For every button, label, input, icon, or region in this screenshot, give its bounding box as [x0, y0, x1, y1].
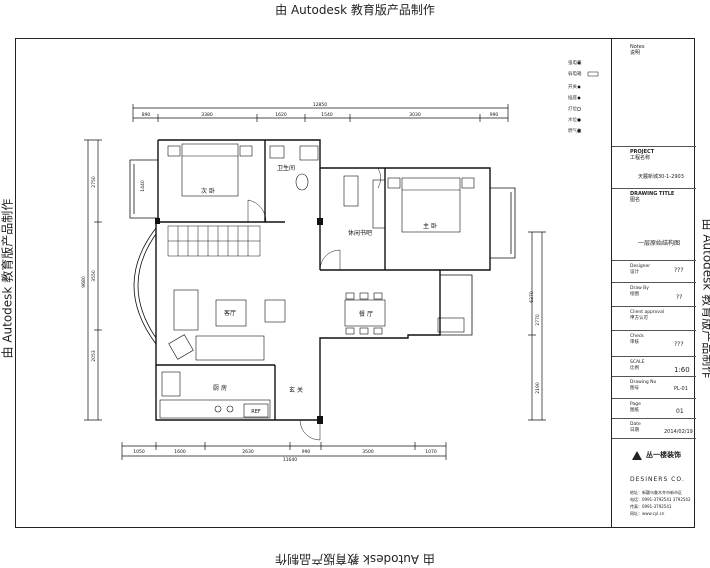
dim-top-seg-2: 3380 [201, 112, 213, 118]
draw-by-label: Draw By [630, 286, 649, 291]
dim-bottom-total: 11640 [283, 457, 297, 463]
columns [155, 218, 323, 424]
page-label: Page [630, 402, 641, 407]
room-label-entrance: 玄 关 [289, 386, 303, 394]
dim-bottom-seg-4: 990 [302, 449, 311, 455]
drawing-title: 一层原始结构图 [638, 240, 681, 247]
check-sub: 审核 [630, 340, 639, 345]
dim-top-seg-1: 890 [142, 112, 151, 118]
dim-left-seg-3: 2053 [91, 350, 97, 362]
legend-item-6: 水位 [568, 118, 577, 123]
legend-item-2: 弱电箱 [568, 72, 582, 77]
check-value: ??? [674, 341, 684, 348]
dim-left-seg-1: 2750 [91, 176, 97, 188]
doors [247, 167, 381, 441]
dim-top-seg-4: 1540 [321, 112, 333, 118]
project-name: 天麓新城30-1-2903 [638, 174, 684, 180]
company-info-2: 电话：0991-3792541 3792542 [630, 497, 691, 502]
dimension-labels: 12850 890 3380 1620 1540 3030 990 11640 … [81, 102, 541, 463]
draw-by-sub: 绘图 [630, 292, 639, 297]
notes-label: Notes [630, 44, 645, 50]
scale-sub: 比例 [630, 366, 639, 371]
legend-item-1: 强电箱 [568, 61, 582, 66]
room-label-kitchen: 厨 房 [213, 384, 227, 392]
room-label-dining-room: 餐 厅 [359, 310, 373, 318]
design-value: ??? [674, 267, 684, 274]
draw-by-value: ?? [676, 294, 683, 301]
date-value: 2014/02/19 [664, 429, 693, 435]
dim-bottom-seg-5: 3500 [362, 449, 374, 455]
page-sub: 图纸 [630, 408, 639, 413]
project-sub: 工程名称 [630, 155, 651, 161]
dim-left-inner: 1440 [140, 180, 146, 192]
client-label: Client approval [630, 310, 665, 315]
dim-top-seg-3: 1620 [275, 112, 287, 118]
dim-bottom-seg-3: 2630 [242, 449, 254, 455]
drawing-sheet-frame [15, 38, 695, 528]
dim-top-total: 12850 [313, 102, 327, 108]
drawing-no-sub: 图号 [630, 386, 639, 391]
dim-left-total: 9680 [81, 276, 87, 288]
dim-bottom-seg-1: 1050 [133, 449, 145, 455]
dim-bottom-seg-2: 1600 [174, 449, 186, 455]
furniture [159, 143, 475, 419]
stairs [167, 225, 261, 257]
dim-right-seg-1: 2770 [535, 314, 541, 326]
watermark-top: 由 Autodesk 教育版产品制作 [275, 3, 435, 17]
scale-value: 1:60 [674, 366, 690, 374]
page-value: 01 [676, 408, 684, 415]
room-label-living-room: 客厅 [224, 309, 236, 317]
scale-label: SCALE [630, 360, 645, 365]
design-sub: 设计 [630, 270, 639, 275]
company-info-1: 地址：新疆乌鲁木齐市新市区 [630, 490, 682, 495]
legend-item-7: 燃气位 [568, 129, 582, 134]
project-label: PROJECT [630, 149, 655, 155]
design-label: Designer [630, 264, 651, 269]
dim-right-seg-2: 2190 [535, 382, 541, 394]
drawing-no-label: Drawing No [630, 380, 657, 385]
dim-left-seg-2: 3550 [91, 270, 97, 282]
room-label-second-bedroom: 次 卧 [201, 187, 215, 195]
legend-symbols [576, 61, 599, 133]
room-label-refrigerator: REF [251, 409, 261, 415]
dimension-lines [84, 104, 546, 460]
dim-top-seg-5: 3030 [409, 112, 421, 118]
dim-bottom-seg-6: 1070 [425, 449, 437, 455]
company-info-4: 网址：www.cyl.cn [630, 511, 665, 516]
legend-item-4: 插座 [568, 96, 577, 101]
room-labels: 次 卧 卫生间 休闲书吧 主 卧 客厅 餐 厅 厨 房 玄 关 REF [201, 164, 437, 415]
dim-right-total: 6370 [529, 291, 535, 303]
legend-item-5: 灯位 [568, 107, 577, 112]
company-logo: 丛一楼装饰 [646, 451, 681, 459]
legend-item-3: 开关 [568, 85, 577, 90]
room-label-leisure-study: 休闲书吧 [348, 229, 372, 237]
bay-windows [129, 159, 516, 345]
date-sub: 日期 [630, 428, 639, 433]
drawing-title-label: DRAWING TITLE [630, 191, 675, 197]
drawing-no-value: PL-01 [674, 386, 688, 392]
dim-top-seg-6: 990 [490, 112, 499, 118]
title-block: Notes 说明 PROJECT 工程名称 天麓新城30-1-2903 DRAW… [611, 38, 696, 528]
client-sub: 甲方认可 [630, 316, 648, 321]
walls [155, 139, 491, 421]
company-info-3: 传真：0991-3792541 [630, 504, 672, 509]
notes-sub: 说明 [630, 50, 641, 56]
company-logo-icon [632, 451, 642, 460]
room-label-bathroom: 卫生间 [277, 164, 295, 172]
check-label: Check [630, 334, 644, 339]
company-en: DESINERS CO. [630, 476, 685, 483]
drawing-title-sub: 图名 [630, 197, 641, 203]
date-label: Date [630, 422, 641, 427]
room-label-master-bedroom: 主 卧 [423, 222, 437, 230]
